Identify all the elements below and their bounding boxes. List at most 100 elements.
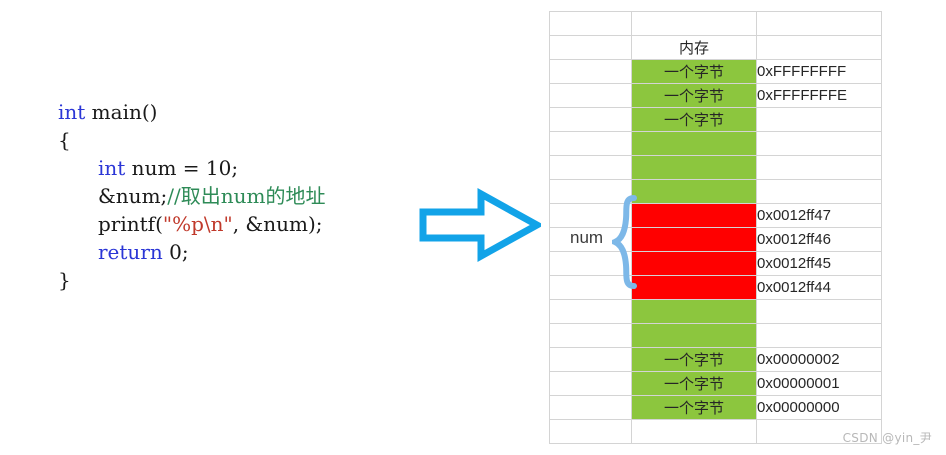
code-token-plain: num = 10; bbox=[125, 156, 239, 180]
memory-row-label bbox=[549, 179, 632, 204]
memory-byte-cell: 一个字节 bbox=[631, 107, 757, 132]
memory-byte-cell bbox=[631, 203, 757, 228]
memory-byte-cell: 一个字节 bbox=[631, 395, 757, 420]
code-token-kw: return bbox=[98, 240, 163, 264]
memory-byte-cell bbox=[631, 11, 757, 36]
memory-byte-cell: 一个字节 bbox=[631, 83, 757, 108]
memory-address-cell bbox=[756, 179, 882, 204]
table-row: 0x0012ff47 bbox=[549, 203, 882, 228]
memory-row-label bbox=[549, 371, 632, 396]
memory-row-label bbox=[549, 323, 632, 348]
code-line: int num = 10; bbox=[58, 154, 325, 182]
memory-address-cell bbox=[756, 323, 882, 348]
watermark-text: CSDN @yin_尹 bbox=[842, 431, 932, 445]
code-token-plain: main() bbox=[85, 100, 158, 124]
memory-address-cell bbox=[756, 419, 882, 444]
memory-row-label bbox=[549, 83, 632, 108]
code-line: &num;//取出num的地址 bbox=[58, 182, 325, 210]
table-row: 一个字节 bbox=[549, 107, 882, 132]
table-row: 0x0012ff46 bbox=[549, 227, 882, 252]
code-token-indent bbox=[58, 154, 98, 182]
memory-address-cell: 0x0012ff46 bbox=[756, 227, 882, 252]
code-token-plain: { bbox=[58, 128, 71, 152]
memory-address-cell bbox=[756, 107, 882, 132]
code-snippet: int main(){ int num = 10; &num;//取出num的地… bbox=[58, 98, 325, 294]
table-row bbox=[549, 155, 882, 180]
memory-address-cell bbox=[756, 155, 882, 180]
code-token-plain: , &num); bbox=[232, 212, 323, 236]
memory-row-label bbox=[549, 395, 632, 420]
memory-row-label bbox=[549, 107, 632, 132]
memory-byte-cell bbox=[631, 323, 757, 348]
memory-row-label bbox=[549, 131, 632, 156]
memory-row-label bbox=[549, 11, 632, 36]
memory-address-cell bbox=[756, 11, 882, 36]
code-token-kw: int bbox=[98, 156, 126, 180]
memory-column-header: 内存 bbox=[631, 35, 757, 60]
table-row: 0x0012ff45 bbox=[549, 251, 882, 276]
memory-address-cell bbox=[756, 35, 882, 60]
memory-byte-cell bbox=[631, 275, 757, 300]
memory-row-label bbox=[549, 419, 632, 444]
table-row bbox=[549, 323, 882, 348]
memory-byte-cell bbox=[631, 179, 757, 204]
code-token-plain: 0; bbox=[162, 240, 189, 264]
code-token-comment: //取出num的地址 bbox=[167, 184, 326, 208]
memory-address-cell: 0x00000001 bbox=[756, 371, 882, 396]
code-token-kw: int bbox=[58, 100, 86, 124]
memory-byte-cell bbox=[631, 251, 757, 276]
memory-byte-cell: 一个字节 bbox=[631, 347, 757, 372]
table-row: 内存 bbox=[549, 35, 882, 60]
code-token-plain: &num; bbox=[98, 184, 168, 208]
table-row bbox=[549, 179, 882, 204]
table-row bbox=[549, 131, 882, 156]
memory-address-cell bbox=[756, 299, 882, 324]
memory-byte-cell bbox=[631, 419, 757, 444]
code-token-indent bbox=[58, 210, 98, 238]
code-token-plain: } bbox=[58, 268, 71, 292]
memory-row-label bbox=[549, 347, 632, 372]
table-row: 0x0012ff44 bbox=[549, 275, 882, 300]
memory-address-cell: 0x00000002 bbox=[756, 347, 882, 372]
right-arrow-icon bbox=[419, 188, 545, 262]
memory-address-cell: 0x0012ff44 bbox=[756, 275, 882, 300]
code-line: return 0; bbox=[58, 238, 325, 266]
memory-byte-cell bbox=[631, 131, 757, 156]
table-row bbox=[549, 11, 882, 36]
memory-address-cell: 0x0012ff45 bbox=[756, 251, 882, 276]
memory-address-cell: 0x00000000 bbox=[756, 395, 882, 420]
memory-byte-cell bbox=[631, 227, 757, 252]
table-row bbox=[549, 299, 882, 324]
memory-byte-cell bbox=[631, 299, 757, 324]
memory-byte-cell: 一个字节 bbox=[631, 371, 757, 396]
code-line: } bbox=[58, 266, 325, 294]
memory-address-cell: 0xFFFFFFFE bbox=[756, 83, 882, 108]
code-token-str: "%p\n" bbox=[162, 212, 233, 236]
memory-row-label bbox=[549, 299, 632, 324]
code-line: { bbox=[58, 126, 325, 154]
memory-row-label bbox=[549, 203, 632, 228]
code-token-indent bbox=[58, 238, 98, 266]
memory-row-label bbox=[549, 227, 632, 252]
memory-byte-cell: 一个字节 bbox=[631, 59, 757, 84]
memory-row-label bbox=[549, 35, 632, 60]
code-line: int main() bbox=[58, 98, 325, 126]
memory-row-label bbox=[549, 59, 632, 84]
memory-row-label bbox=[549, 155, 632, 180]
memory-address-cell: 0x0012ff47 bbox=[756, 203, 882, 228]
code-token-indent bbox=[58, 182, 98, 210]
memory-address-cell: 0xFFFFFFFF bbox=[756, 59, 882, 84]
code-token-plain: printf( bbox=[98, 212, 163, 236]
table-row bbox=[549, 419, 882, 444]
memory-byte-cell bbox=[631, 155, 757, 180]
memory-row-label bbox=[549, 251, 632, 276]
memory-row-label bbox=[549, 275, 632, 300]
memory-address-cell bbox=[756, 131, 882, 156]
code-line: printf("%p\n", &num); bbox=[58, 210, 325, 238]
